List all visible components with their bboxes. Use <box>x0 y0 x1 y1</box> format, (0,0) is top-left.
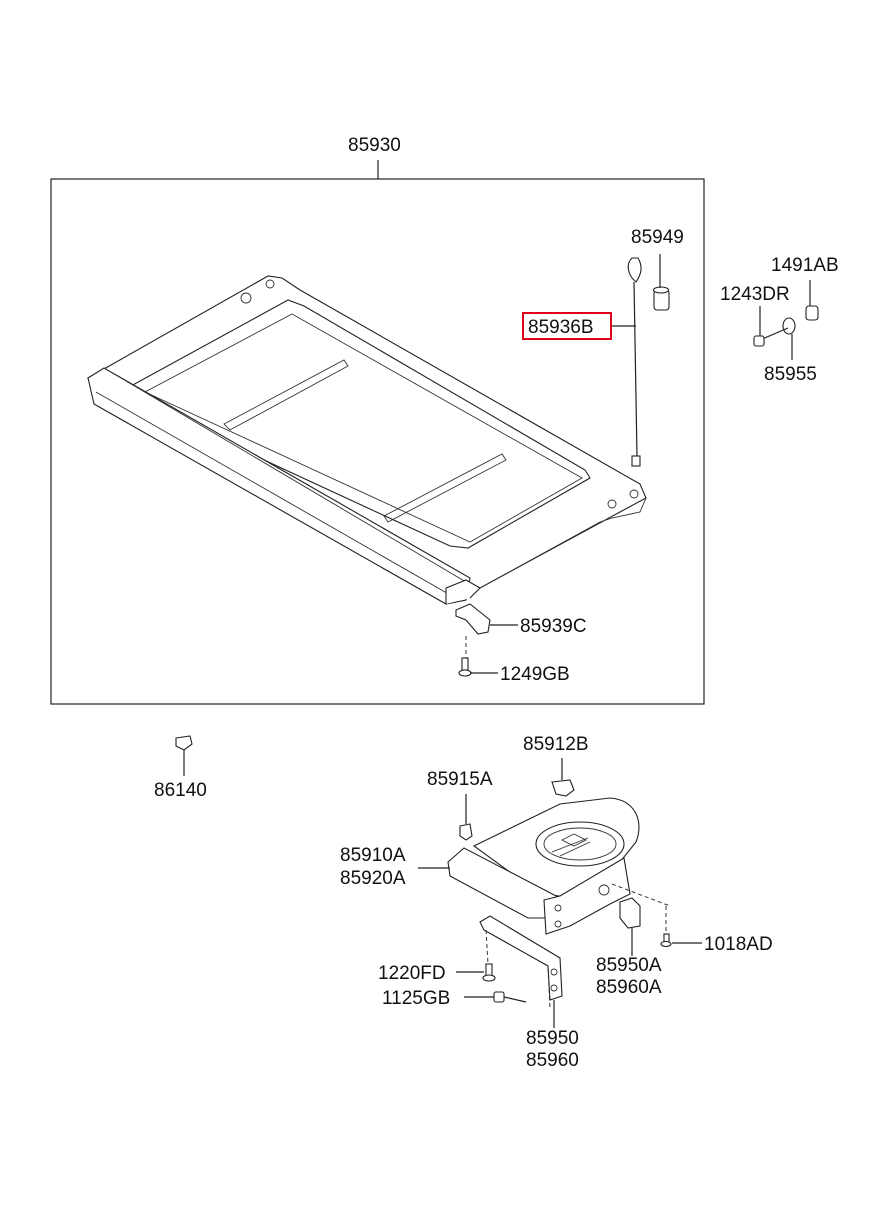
part-label-85960A[interactable]: 85960A <box>596 977 662 998</box>
part-label-1249GB[interactable]: 1249GB <box>500 664 570 685</box>
part-label-1220FD[interactable]: 1220FD <box>378 963 446 984</box>
fastener-group-illustration <box>753 305 819 347</box>
part-label-1491AB[interactable]: 1491AB <box>771 255 839 276</box>
clip-illustration <box>455 603 491 677</box>
highlight-box-85936B <box>522 312 612 340</box>
part-label-86140[interactable]: 86140 <box>154 780 207 801</box>
part-label-85939C[interactable]: 85939C <box>520 616 587 637</box>
part-label-1243DR[interactable]: 1243DR <box>720 284 790 305</box>
clip-86140-illustration <box>175 735 193 751</box>
screw-1018AD-illustration <box>660 933 672 948</box>
part-label-85960[interactable]: 85960 <box>526 1050 579 1071</box>
bolt-1125GB-illustration <box>493 991 527 1003</box>
part-label-85950[interactable]: 85950 <box>526 1028 579 1049</box>
part-label-85950A[interactable]: 85950A <box>596 955 662 976</box>
part-label-85912B[interactable]: 85912B <box>523 734 589 755</box>
spare-tire-bracket-illustration <box>447 797 671 1009</box>
part-label-85955[interactable]: 85955 <box>764 364 817 385</box>
screw-1220FD-illustration <box>482 963 496 982</box>
part-label-85920A[interactable]: 85920A <box>340 868 406 889</box>
part-label-85949[interactable]: 85949 <box>631 227 684 248</box>
clip-85915A-illustration <box>459 823 473 841</box>
part-label-1125GB[interactable]: 1125GB <box>382 988 450 1009</box>
cap-85912B-illustration <box>551 779 575 797</box>
part-label-1018AD[interactable]: 1018AD <box>704 934 773 955</box>
part-label-85915A[interactable]: 85915A <box>427 769 493 790</box>
part-label-85910A[interactable]: 85910A <box>340 845 406 866</box>
luggage-tray-illustration <box>86 275 647 605</box>
strap-assembly-illustration <box>627 257 670 467</box>
part-label-85930[interactable]: 85930 <box>348 135 401 156</box>
part-label-85936B[interactable]: 85936B <box>528 317 594 338</box>
